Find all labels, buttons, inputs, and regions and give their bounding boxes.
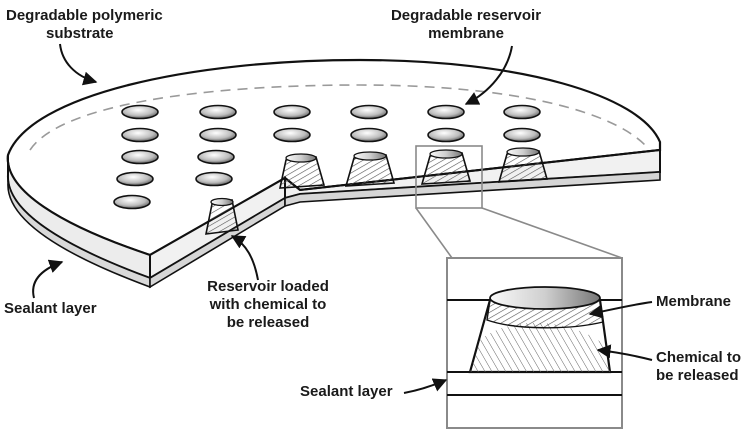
reservoir-well <box>121 104 159 120</box>
label-sealant-main: Sealant layer <box>4 300 97 317</box>
labels: Degradable polymeric substrate Degradabl… <box>4 7 741 400</box>
reservoir-grid <box>113 104 541 210</box>
reservoir-well <box>121 149 159 165</box>
disc-dashed-outline <box>29 84 646 151</box>
inset-cap <box>489 286 601 310</box>
reservoir-cap <box>210 197 234 207</box>
substrate-disc <box>6 58 662 289</box>
arrow-substrate <box>59 43 98 86</box>
arrow-chemical <box>596 344 653 361</box>
inset-connector <box>415 207 453 259</box>
label-reservoir-loaded-line3: be released <box>227 314 310 331</box>
reservoir-well <box>350 127 388 143</box>
detail-source-box <box>415 145 483 209</box>
reservoir-well <box>350 104 388 120</box>
callout-arrows <box>32 43 653 394</box>
label-reservoir-loaded-line2: with chemical to <box>209 296 327 313</box>
reservoir-well <box>113 194 151 210</box>
reservoir-well <box>503 104 541 120</box>
reservoir-well <box>195 171 233 187</box>
reservoir-cap <box>429 149 463 159</box>
reservoir-cap <box>285 153 317 163</box>
label-substrate: Degradable polymeric <box>6 7 163 24</box>
disc-top-surface <box>6 58 662 257</box>
label-membrane: Membrane <box>656 293 731 310</box>
reservoir-well <box>197 149 235 165</box>
reservoir-cap <box>506 147 540 157</box>
cut-face-right-sealant <box>284 171 661 208</box>
label-reservoir-membrane-line2: membrane <box>428 25 504 42</box>
label-substrate-line2: substrate <box>46 25 114 42</box>
label-chemical: Chemical to <box>656 349 741 366</box>
inset-chemical <box>470 322 610 372</box>
reservoir-well <box>273 127 311 143</box>
inset-detail <box>446 257 623 429</box>
arrow-sealant-detail <box>403 378 448 394</box>
arrow-reservoir-loaded <box>230 235 259 281</box>
reservoir-well <box>503 127 541 143</box>
reservoir-well <box>199 127 237 143</box>
reservoir-well <box>121 127 159 143</box>
arrow-membrane <box>588 301 653 319</box>
reservoir-well <box>199 104 237 120</box>
reservoir-cap <box>353 151 387 161</box>
arrow-sealant-main <box>32 259 64 299</box>
label-chemical-line2: be released <box>656 367 739 384</box>
label-reservoir-membrane: Degradable reservoir <box>391 7 541 24</box>
inset-connector <box>481 207 623 259</box>
arrow-reservoir-membrane <box>464 45 513 105</box>
reservoir-well <box>273 104 311 120</box>
reservoir-well <box>116 171 154 187</box>
label-sealant-detail: Sealant layer <box>300 383 393 400</box>
cutaway-reservoirs <box>204 147 549 235</box>
reservoir-well <box>427 104 465 120</box>
label-reservoir-loaded: Reservoir loaded <box>207 278 329 295</box>
reservoir-well <box>427 127 465 143</box>
